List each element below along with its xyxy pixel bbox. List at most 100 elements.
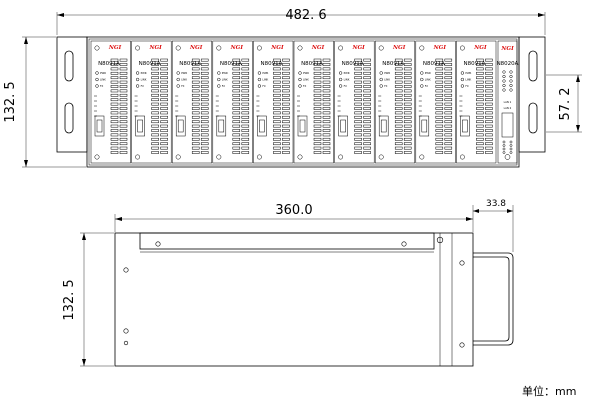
vent-slot bbox=[322, 137, 331, 141]
control-module: NGI N8020A LAN 1 LAN 2 bbox=[497, 40, 519, 164]
vent-slot bbox=[151, 151, 159, 154]
vent-slot bbox=[394, 98, 403, 102]
led-label: PWR bbox=[141, 71, 147, 75]
vent-slot bbox=[232, 142, 241, 146]
vent-slot bbox=[476, 76, 484, 80]
vent-slot bbox=[394, 71, 403, 75]
vent-slot bbox=[394, 124, 403, 128]
led-label: FX bbox=[181, 84, 184, 88]
vent-slot bbox=[403, 124, 412, 128]
vent-slot bbox=[476, 107, 484, 110]
right-ear-slot-bottom bbox=[528, 102, 538, 134]
vent-slot bbox=[241, 111, 250, 115]
dim-module-height-label: 57. 2 bbox=[558, 87, 573, 120]
vent-slot bbox=[191, 98, 200, 102]
vent-slot bbox=[282, 71, 290, 75]
vent-slot bbox=[403, 98, 412, 102]
vent-slot bbox=[363, 111, 371, 115]
vent-slot bbox=[313, 133, 322, 137]
vent-slot bbox=[354, 142, 362, 146]
vent-slot bbox=[151, 71, 159, 75]
module-screw bbox=[216, 154, 222, 160]
vent-slot bbox=[241, 120, 250, 124]
vent-slot bbox=[354, 124, 362, 128]
vent-slot bbox=[119, 142, 128, 146]
vent-slot bbox=[476, 111, 484, 115]
vent-slot bbox=[273, 146, 281, 150]
vent-slot bbox=[241, 80, 250, 84]
vent-slot bbox=[363, 58, 371, 62]
vent-slot bbox=[444, 107, 453, 110]
vent-slot bbox=[273, 67, 281, 71]
vent-slot bbox=[151, 63, 159, 66]
dim-handle-depth: 33.8 bbox=[473, 199, 514, 252]
vent-slot bbox=[444, 137, 453, 141]
led-indicator bbox=[257, 84, 262, 88]
vent-slot bbox=[435, 107, 444, 110]
vent-slot bbox=[200, 129, 209, 132]
vent-slot bbox=[151, 142, 159, 146]
vent-slot bbox=[403, 76, 412, 80]
led-indicator bbox=[217, 84, 221, 88]
vent-slot bbox=[160, 146, 168, 150]
side-screw bbox=[459, 260, 465, 266]
led-indicator bbox=[460, 84, 465, 88]
control-led bbox=[502, 79, 506, 83]
vent-slot bbox=[313, 102, 322, 106]
led-label: LINK bbox=[141, 78, 147, 82]
module-brand: NGI bbox=[148, 45, 162, 51]
vent-slot bbox=[485, 146, 493, 150]
vent-slot bbox=[363, 89, 371, 93]
vent-slot bbox=[485, 67, 493, 71]
vent-slot bbox=[151, 120, 159, 124]
module-brand: NGI bbox=[189, 45, 203, 51]
vent-slot bbox=[110, 124, 119, 128]
vent-slot bbox=[363, 115, 371, 119]
vent-slot bbox=[232, 146, 241, 150]
vent-slot bbox=[313, 67, 322, 71]
vent-slot bbox=[110, 67, 119, 71]
left-ear-slot-top bbox=[64, 50, 74, 82]
module-screw bbox=[175, 45, 181, 51]
vent-slot bbox=[403, 107, 412, 110]
vent-slot bbox=[273, 133, 281, 137]
vent-slot bbox=[273, 80, 281, 84]
vent-slot bbox=[151, 124, 159, 128]
vent-slot bbox=[110, 76, 119, 80]
vent-slot bbox=[151, 129, 159, 132]
chassis-side bbox=[114, 232, 474, 367]
vent-slot bbox=[444, 111, 453, 115]
vent-slot bbox=[191, 120, 200, 124]
module-screw bbox=[419, 154, 425, 160]
vent-slot bbox=[435, 93, 444, 97]
vent-slot bbox=[444, 98, 453, 102]
vent-slot bbox=[322, 67, 331, 71]
vent-slot bbox=[191, 93, 200, 97]
vent-slot bbox=[282, 98, 290, 102]
vent-slot bbox=[363, 151, 371, 154]
vent-slot bbox=[394, 89, 403, 93]
led-label: FX bbox=[303, 84, 306, 88]
led-indicator bbox=[379, 71, 383, 75]
control-led bbox=[509, 88, 513, 92]
vent-slot bbox=[232, 58, 241, 62]
vent-slot bbox=[241, 146, 250, 150]
vent-slot bbox=[363, 63, 371, 66]
vent-slot bbox=[273, 115, 281, 119]
vent-slot bbox=[476, 58, 484, 62]
module-screw bbox=[94, 45, 100, 51]
control-led bbox=[509, 147, 513, 151]
led-label: LINK bbox=[425, 78, 431, 82]
vent-slot bbox=[476, 98, 484, 102]
vent-slot bbox=[394, 58, 403, 62]
vent-slot bbox=[191, 129, 200, 132]
vent-slot bbox=[485, 71, 493, 75]
vent-slot bbox=[110, 129, 119, 132]
dim-handle-depth-label: 33.8 bbox=[486, 199, 506, 209]
vent-slot bbox=[403, 80, 412, 84]
vent-slot bbox=[282, 76, 290, 80]
